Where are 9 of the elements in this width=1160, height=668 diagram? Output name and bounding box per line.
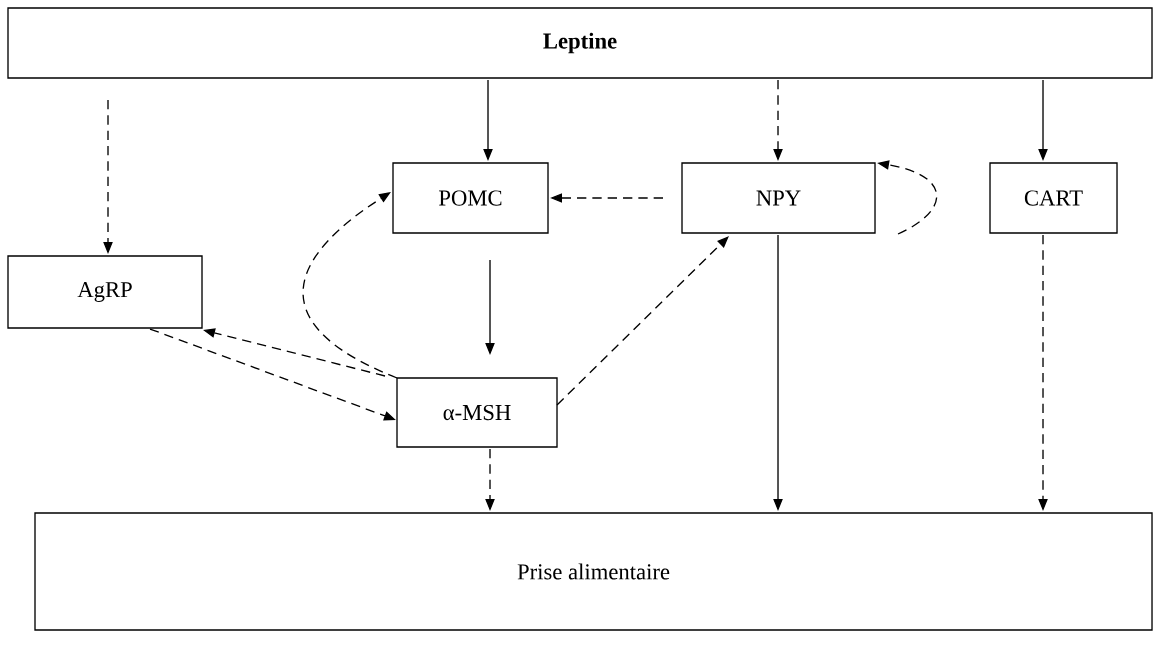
signal-box: Leptine	[7, 7, 1153, 79]
process-box: POMC	[392, 162, 549, 234]
process-box: CART	[989, 162, 1118, 234]
arrow	[556, 236, 729, 406]
outcome-box: Prise alimentaire	[34, 512, 1153, 631]
process-box: α-MSH	[396, 377, 558, 448]
arrow	[302, 192, 398, 379]
process-box: NPY	[681, 162, 876, 234]
process-box: AgRP	[7, 255, 203, 329]
